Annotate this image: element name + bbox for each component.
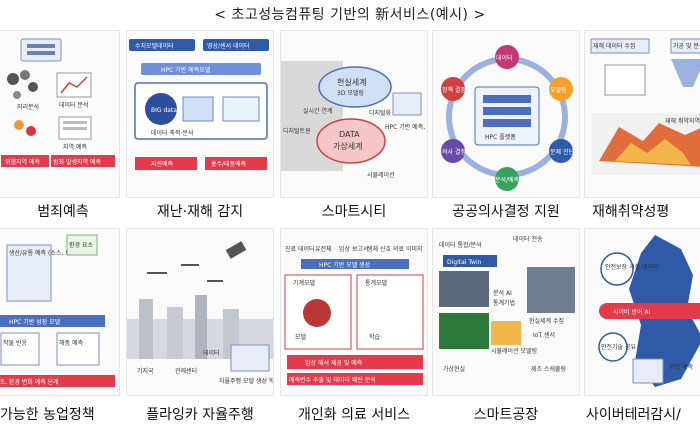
public-decision-illustration: HPC 플랫폼 데이터 모델링 문제 진단 분석/예측 의사 결정 정책 결정: [441, 45, 574, 191]
disaster-vulnerability-illustration: 재해 데이터 수집 가공 및 분석 재해 취약지역: [590, 38, 700, 175]
text-clinical-interpret: 임상 해석 제공 및 예측: [305, 359, 363, 367]
text-real-world: 현실세계: [337, 77, 366, 87]
flying-car-panel: 기지국 관제센터 데이터 자율주행 모델 생성 학습: [126, 228, 274, 396]
text-hpc-platform: HPC 플랫폼: [485, 133, 516, 141]
flying-car-illustration: 기지국 관제센터 데이터 자율주행 모델 생성 학습: [127, 241, 274, 385]
text-stat-model: 통계모델: [365, 279, 388, 287]
text-digital-twin: 디지털트윈: [283, 127, 311, 135]
text-production-prediction: 생산/유통 예측 (소스, 도구): [9, 249, 79, 257]
text-data-transfer: 데이터 전송: [513, 235, 543, 243]
text-real-collect: 현실세계 수집: [529, 317, 564, 325]
text-processing: 가공 및 분석: [673, 42, 700, 50]
text-policy-node: 정책 결정: [442, 86, 466, 94]
text-earthquake: 지진예측: [151, 160, 174, 168]
text-genome: 유전체: [315, 245, 332, 253]
text-region-prediction: 지역 예측: [63, 143, 87, 151]
smart-city-panel: 현실세계 3D 모델링 DATA 가상세계 디지털트윈 실시간 연계 디지털화 …: [280, 30, 428, 198]
text-medical-image: 의료 이미지: [393, 245, 423, 253]
agri-policy-panel: 생산/유통 예측 (소스, 도구) 환경 요소 HPC 기반 성장 모델 작물 …: [0, 228, 120, 396]
text-env-factor: 환경 요소: [69, 241, 93, 249]
text-control-center: 관제센터: [175, 367, 197, 375]
smart-factory-illustration: 데이터 통합/분석 데이터 전송 Digital Twin 분석 AI 통계기법…: [439, 235, 575, 373]
text-vital-signal: 생체 신호: [367, 245, 391, 253]
text-vulnerable-area: 재해 취약지역: [665, 117, 700, 125]
text-flood-typhoon: 홍수/태풍예측: [211, 160, 247, 168]
public-decision-panel: HPC 플랫폼 데이터 모델링 문제 진단 분석/예측 의사 결정 정책 결정: [432, 30, 580, 198]
smart-city-illustration: 현실세계 3D 모델링 DATA 가상세계 디지털트윈 실시간 연계 디지털화 …: [281, 61, 428, 179]
text-data-analysis: 데이터 분석: [59, 101, 89, 109]
text-base-station: 기지국: [137, 367, 154, 375]
text-digitize: 디지털화: [369, 109, 392, 117]
smart-factory-panel: 데이터 통합/분석 데이터 전송 Digital Twin 분석 AI 통계기법…: [432, 228, 580, 396]
label-cyber-terror: 사이버테러감시/: [586, 407, 681, 423]
text-analysis-ai: 분석 AI: [493, 289, 512, 297]
label-public-decision: 공공의사결정 지원: [452, 204, 560, 220]
medical-illustration: 진료 데이터 유전체 임상 보고서 생체 신호 의료 이미지 HPC 기반 모델…: [284, 245, 424, 385]
text-machine-model: 기계모델: [293, 279, 316, 287]
text-big-data: BIG data: [151, 107, 177, 114]
label-agri-policy: 가능한 농업정책: [0, 407, 95, 423]
text-model: 모델: [295, 333, 307, 341]
text-learning: 학습: [369, 333, 381, 341]
label-crime-prediction: 범죄예측: [37, 204, 89, 220]
text-risk-area: 위험지역 예측: [5, 158, 41, 166]
text-crop-response: 작물 반응: [3, 339, 27, 347]
text-stat-method: 통계기법: [493, 299, 515, 307]
text-virtual-world: 가상세계: [333, 141, 362, 151]
text-virtual-reality: 가상현실: [443, 365, 465, 373]
text-image-sensor-data: 영상/센서 데이터: [207, 42, 250, 50]
text-geo-analysis: 지리분석: [17, 103, 39, 111]
text-food-structure: 식량 구조, 환경 변화 예측 단계: [0, 378, 59, 386]
disaster-detection-illustration: 수치모델데이터 영상/센서 데이터 HPC 기반 예측모델 BIG data 데…: [129, 39, 269, 170]
text-hpc-city: HPC 기반 예측, 도시관리: [385, 123, 428, 131]
label-smart-city: 스마트시티: [321, 204, 387, 220]
text-3d-modeling: 3D 모델링: [337, 89, 364, 97]
text-decision-node: 의사 결정: [442, 148, 466, 156]
label-disaster-vulnerability: 재해취약성평: [592, 204, 670, 220]
crime-prediction-illustration: 지리분석 데이터 분석 지역 예측 위험지역 예측 범죄 발생지역 예측: [1, 38, 115, 167]
text-tech-share: 안전기술 공유: [601, 343, 637, 351]
text-security-data: 안전보장 시설 데이터: [605, 263, 659, 271]
text-sim-modeling: 시뮬레이션 모델링: [491, 347, 537, 355]
text-digital-twin-factory: Digital Twin: [447, 259, 482, 266]
text-feature-extraction: 예측변수 추출 및 데이터 패턴 분석: [289, 376, 376, 384]
text-crime-area: 범죄 발생지역 예측: [53, 158, 101, 166]
label-smart-factory: 스마트공장: [473, 407, 539, 423]
text-data: DATA: [339, 130, 360, 139]
medical-panel: 진료 데이터 유전체 임상 보고서 생체 신호 의료 이미지 HPC 기반 모델…: [280, 228, 428, 396]
text-simulation: 시뮬레이션: [367, 171, 395, 179]
text-cyber-defense: 사이버 방어 AI: [613, 308, 651, 316]
label-disaster-detection: 재난·재해 감지: [156, 204, 244, 220]
page-title: < 초고성능컴퓨팅 기반의 新서비스(예시) >: [214, 7, 486, 23]
text-clinical-report: 임상 보고서: [339, 245, 369, 253]
text-threat-prediction: 위협 예측: [669, 363, 693, 371]
disaster-detection-panel: 수치모델데이터 영상/센서 데이터 HPC 기반 예측모델 BIG data 데…: [126, 30, 274, 198]
cyber-terror-panel: 안전보장 시설 데이터 사이버 방어 AI 안전기술 공유 위협 예측: [584, 228, 700, 396]
text-growth-model: HPC 기반 성장 모델: [9, 318, 61, 326]
text-data-label: 데이터: [203, 349, 220, 357]
disaster-vulnerability-panel: 재해 데이터 수집 가공 및 분석 재해 취약지역: [584, 30, 700, 198]
text-iot-sensor: IoT 센서: [533, 331, 555, 339]
text-modeling-node: 모델링: [550, 86, 567, 94]
label-medical: 개인화 의료 서비스: [298, 407, 410, 423]
text-disaster-data: 재해 데이터 수집: [593, 42, 635, 50]
text-analysis-node: 분석/예측: [495, 176, 520, 184]
agri-policy-illustration: 생산/유통 예측 (소스, 도구) 환경 요소 HPC 기반 성장 모델 작물 …: [0, 234, 115, 387]
text-numerical-data: 수치모델데이터: [135, 42, 174, 50]
text-pest-prediction: 해충 예측: [59, 339, 83, 347]
text-data-accumulation: 데이터 축적·분석: [151, 129, 193, 137]
cyber-terror-illustration: 안전보장 시설 데이터 사이버 방어 AI 안전기술 공유 위협 예측: [598, 235, 700, 387]
crime-prediction-panel: 지리분석 데이터 분석 지역 예측 위험지역 예측 범죄 발생지역 예측: [0, 30, 120, 198]
text-realtime-link: 실시간 연계: [303, 107, 333, 115]
text-autonomous-model: 자율주행 모델 생성 학습: [219, 377, 274, 385]
text-clinic-data: 진료 데이터: [285, 245, 315, 253]
text-scheduling: 제조 스케줄링: [531, 365, 566, 373]
label-flying-car: 플라잉카 자율주행: [146, 407, 254, 423]
text-diagnosis-node: 문제 진단: [550, 148, 574, 156]
text-hpc-model-gen: HPC 기반 모델 생성: [319, 261, 370, 269]
text-data-node: 데이터: [496, 54, 513, 62]
text-hpc-model: HPC 기반 예측모델: [161, 66, 211, 74]
text-data-integration: 데이터 통합/분석: [439, 241, 482, 249]
